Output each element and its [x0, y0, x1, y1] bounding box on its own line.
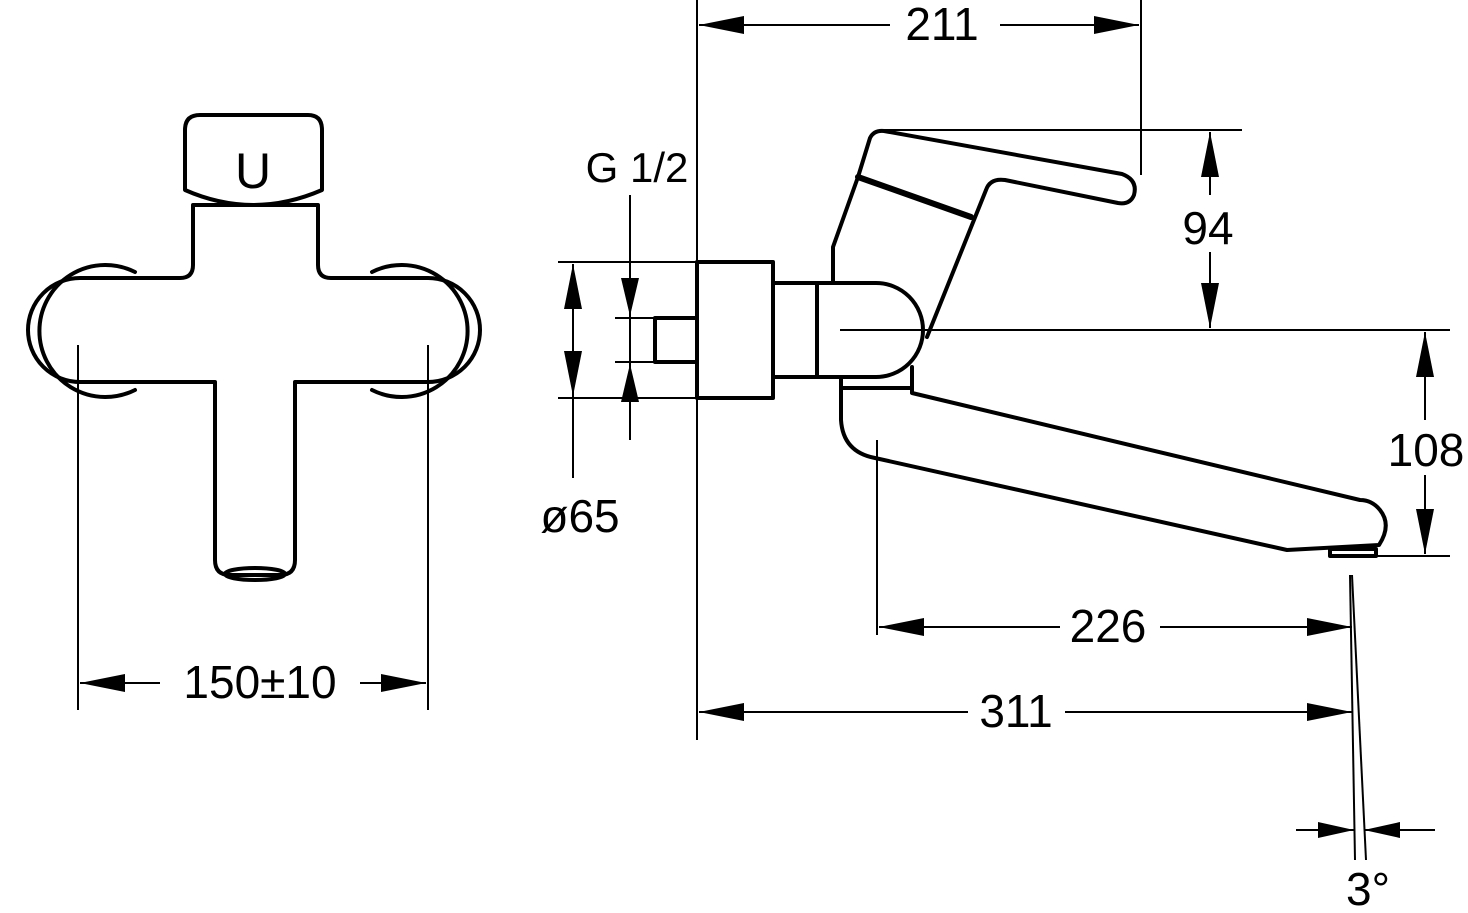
wall-nut — [695, 260, 775, 400]
dim-226-label: 226 — [1070, 600, 1147, 652]
arrow — [1201, 132, 1219, 177]
arrow — [699, 703, 744, 721]
arrow — [879, 618, 924, 636]
water-jet-line — [1349, 574, 1356, 861]
valve-body — [771, 281, 925, 379]
aerator — [223, 566, 287, 582]
dim-94-label: 94 — [1182, 202, 1233, 254]
arrow — [699, 16, 744, 34]
dim-211-label: 211 — [905, 0, 978, 50]
dim-angle-label: 3° — [1346, 863, 1390, 913]
right-wall-rosette — [370, 263, 470, 399]
dim-diameter-label: ø65 — [540, 490, 619, 542]
lever-handle — [831, 128, 1137, 339]
arrow — [1307, 703, 1352, 721]
spout-aerator — [1328, 547, 1378, 558]
arrow — [1364, 822, 1400, 838]
arrow — [80, 674, 125, 692]
arrow — [621, 364, 639, 402]
handle-band — [855, 174, 974, 220]
arrow — [564, 264, 582, 309]
arrow — [1307, 618, 1352, 636]
arrow — [1416, 332, 1434, 377]
water-jet-angle-line — [1351, 574, 1367, 861]
side-view: 211 94 108 ø65 — [540, 0, 1464, 913]
dim-width-label: 150±10 — [183, 656, 336, 708]
arrow — [1416, 509, 1434, 554]
cartridge-cap — [183, 113, 324, 207]
dim-311-label: 311 — [979, 685, 1052, 737]
arrow — [1318, 822, 1354, 838]
handle-mark: U — [235, 143, 271, 199]
front-view: U 150±10 — [26, 113, 482, 710]
arrow — [1201, 283, 1219, 328]
dim-108-label: 108 — [1388, 424, 1465, 476]
left-wall-rosette — [37, 263, 137, 399]
thread-label: G 1/2 — [586, 144, 689, 191]
arrow — [1094, 16, 1139, 34]
arrow — [564, 351, 582, 396]
arrow — [621, 278, 639, 316]
pipe-stub — [653, 316, 699, 364]
arrow — [381, 674, 426, 692]
mixer-body — [26, 203, 482, 577]
spout — [839, 365, 1388, 552]
